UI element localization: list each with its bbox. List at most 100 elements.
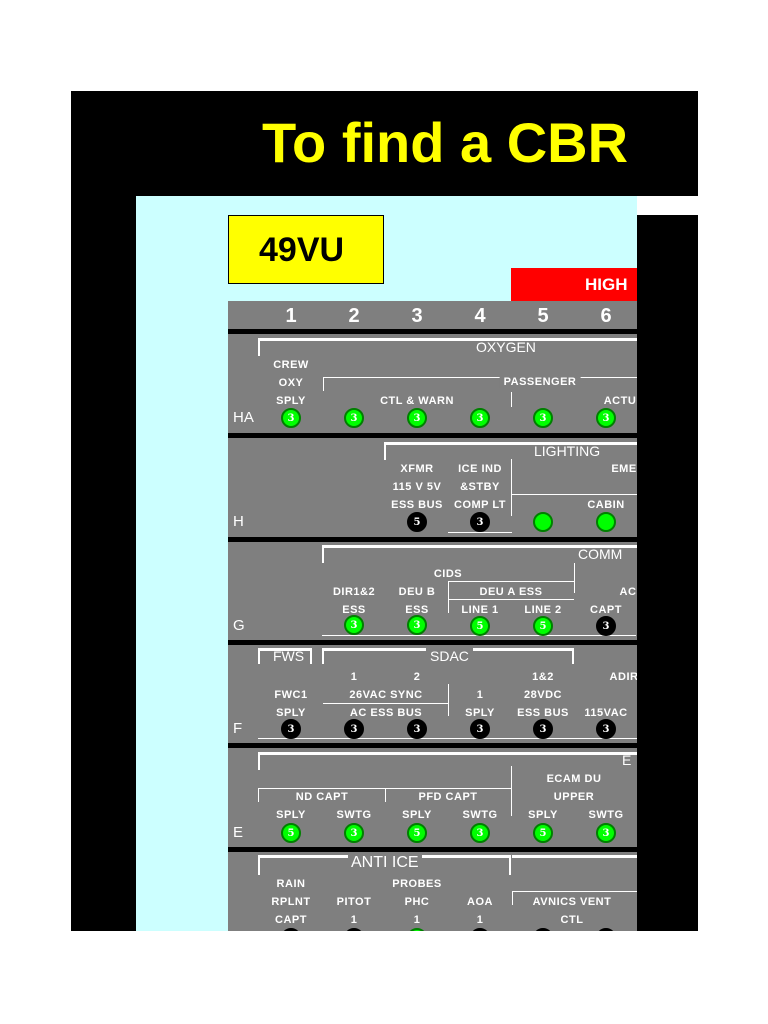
row-divider-ext: [637, 847, 698, 853]
circuit-breaker[interactable]: 5: [533, 823, 553, 843]
column-number: 2: [348, 305, 360, 327]
row-divider: [228, 329, 637, 334]
label-stby: &STBY: [460, 481, 500, 493]
frame-notch: [637, 196, 698, 215]
circuit-breaker[interactable]: 5: [281, 823, 301, 843]
circuit-breaker[interactable]: 3: [533, 408, 553, 428]
circuit-breaker[interactable]: [533, 512, 553, 532]
sdac-bracket-end: [572, 648, 574, 664]
label-pitot: PITOT: [336, 896, 372, 908]
label-rain: RAIN: [276, 878, 306, 890]
label-adir: ADIR: [609, 671, 637, 683]
label-sply: SPLY: [276, 809, 306, 821]
circuit-breaker[interactable]: 3: [470, 408, 490, 428]
circuit-breaker[interactable]: 3: [596, 823, 616, 843]
label-oxy: OXY: [278, 377, 304, 389]
label-1: 1: [350, 671, 358, 683]
group-fws: FWS: [273, 648, 305, 664]
group-oxygen: OXYGEN: [476, 339, 536, 355]
efis-bracket-end: [258, 752, 260, 770]
circuit-breaker[interactable]: 3: [407, 408, 427, 428]
group-sdac: SDAC: [426, 648, 473, 664]
circuit-breaker[interactable]: [533, 928, 553, 931]
circuit-breaker[interactable]: 5: [533, 616, 553, 636]
anti-ice-bracket-end: [509, 855, 511, 875]
comm-bracket: [322, 545, 637, 548]
divider: [574, 563, 575, 593]
label-deu-a-ess: DEU A ESS: [479, 586, 543, 598]
circuit-breaker[interactable]: 5: [407, 512, 427, 532]
circuit-breaker[interactable]: 3: [344, 408, 364, 428]
circuit-breaker[interactable]: [344, 928, 364, 931]
breaker-panel: 1 2 3 4 5 6 OXYGEN PASSENGER CREW OXY SP…: [228, 301, 637, 931]
label-1: 1: [476, 689, 484, 701]
label-swtg: SWTG: [336, 809, 372, 821]
label-28vdc: 28VDC: [524, 689, 562, 701]
label-sply: SPLY: [465, 707, 495, 719]
lighting-bracket-end: [384, 442, 386, 460]
circuit-breaker[interactable]: 3: [281, 719, 301, 739]
passenger-bracket: [323, 377, 637, 378]
efis-bracket: [258, 752, 637, 755]
circuit-breaker[interactable]: 5: [407, 823, 427, 843]
circuit-breaker[interactable]: 3: [470, 823, 490, 843]
circuit-breaker[interactable]: 3: [533, 719, 553, 739]
label-rplnt: RPLNT: [271, 896, 311, 908]
passenger-bracket-end: [323, 377, 324, 391]
label-comp-lt: COMP LT: [454, 499, 506, 511]
circuit-breaker[interactable]: 3: [470, 512, 490, 532]
divider: [511, 459, 512, 516]
label-2: 2: [413, 671, 421, 683]
circuit-breaker[interactable]: 3: [407, 719, 427, 739]
fws-bracket-end: [310, 648, 312, 664]
circuit-breaker[interactable]: 5: [470, 616, 490, 636]
label-avnics-vent: AVNICS VENT: [532, 896, 612, 908]
label-aoa: AOA: [467, 896, 493, 908]
cabin-bracket: [511, 494, 637, 495]
bracket: [512, 855, 637, 858]
row-divider-ext: [637, 329, 698, 335]
label-cabin: CABIN: [587, 499, 625, 511]
row-label-e: E: [233, 824, 244, 841]
circuit-breaker[interactable]: 3: [407, 615, 427, 635]
bracket-end: [512, 891, 513, 905]
circuit-breaker[interactable]: 3: [596, 408, 616, 428]
circuit-breaker[interactable]: 3: [344, 615, 364, 635]
label-ess: ESS: [405, 604, 429, 616]
bracket-end: [258, 788, 259, 802]
group-passenger: PASSENGER: [499, 376, 581, 388]
label-ess: ESS: [342, 604, 366, 616]
circuit-breaker[interactable]: [596, 512, 616, 532]
anti-ice-bracket-end: [258, 855, 260, 875]
label-capt: CAPT: [590, 604, 622, 616]
cids-bracket: [448, 581, 574, 582]
column-number: 1: [285, 305, 297, 327]
underline: [448, 532, 512, 533]
circuit-breaker[interactable]: 3: [344, 719, 364, 739]
column-number: 5: [537, 305, 549, 327]
underline: [258, 738, 637, 739]
circuit-breaker[interactable]: [281, 928, 301, 931]
circuit-breaker[interactable]: [407, 928, 427, 931]
label-deu-b: DEU B: [398, 586, 436, 598]
column-number: 3: [411, 305, 423, 327]
label-line1: LINE 1: [461, 604, 499, 616]
circuit-breaker[interactable]: 3: [596, 719, 616, 739]
label-line2: LINE 2: [524, 604, 562, 616]
avnics-bracket: [512, 891, 637, 892]
group-lighting: LIGHTING: [534, 443, 601, 459]
group-cids: CIDS: [433, 568, 463, 580]
label-xfmr: XFMR: [400, 463, 434, 475]
label-crew: CREW: [273, 359, 309, 371]
circuit-breaker[interactable]: 3: [470, 719, 490, 739]
circuit-breaker[interactable]: 3: [596, 616, 616, 636]
label-ac-ess-bus: AC ESS BUS: [349, 707, 423, 719]
circuit-breaker[interactable]: 3: [344, 823, 364, 843]
circuit-breaker[interactable]: [470, 928, 490, 931]
high-header: HIGH: [511, 268, 637, 301]
label-phc: PHC: [404, 896, 430, 908]
label-ecam-du: ECAM DU: [546, 773, 602, 785]
group-anti-ice: ANTI ICE: [348, 854, 422, 872]
circuit-breaker[interactable]: [596, 928, 616, 931]
circuit-breaker[interactable]: 3: [281, 408, 301, 428]
